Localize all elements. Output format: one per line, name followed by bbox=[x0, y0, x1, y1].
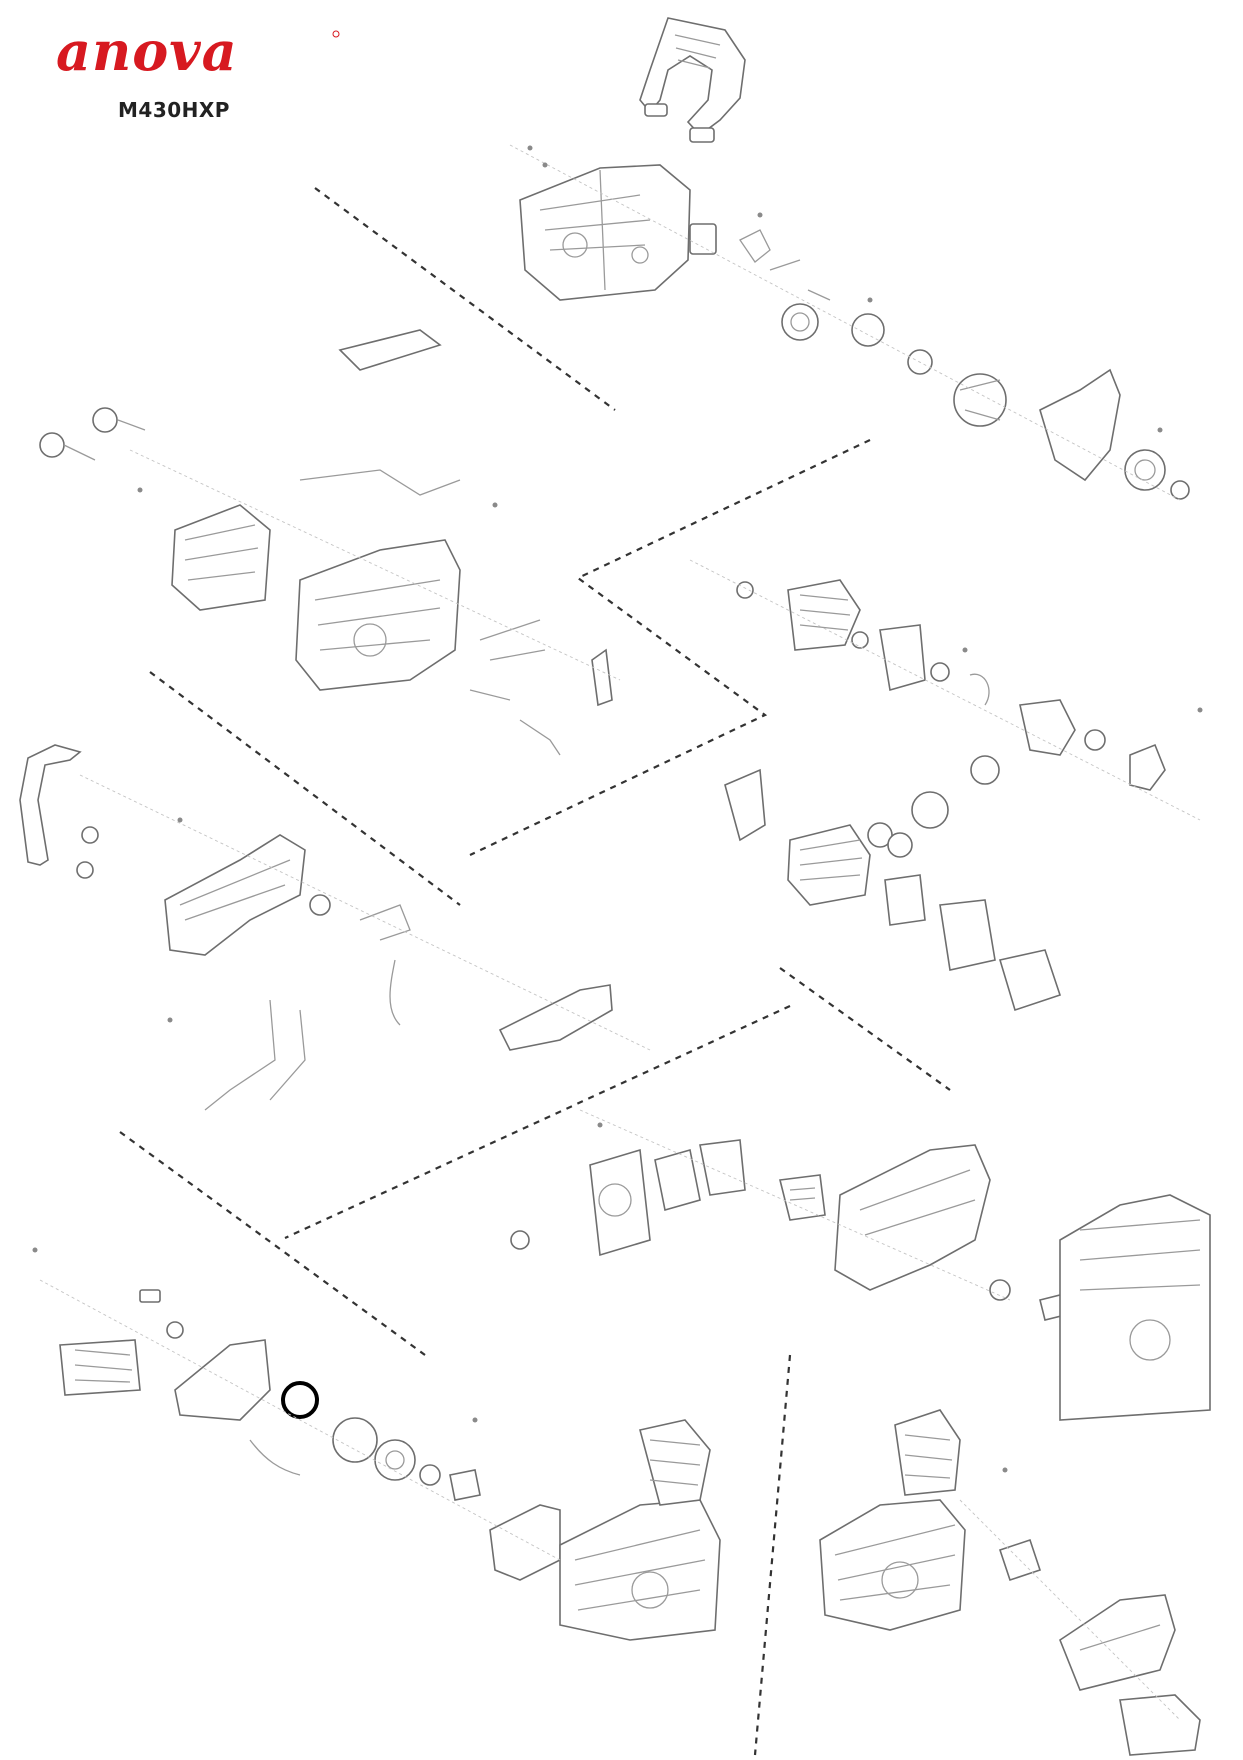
model-number: M430HXP bbox=[118, 98, 230, 122]
brand-logo-text: anova bbox=[56, 19, 238, 83]
section-engine-housing-top bbox=[509, 144, 1190, 501]
fastener-markers bbox=[32, 145, 1203, 1473]
section-carburetor bbox=[510, 1109, 1211, 1421]
section-cylinder bbox=[689, 559, 1201, 1012]
section-muffler-cover bbox=[819, 1409, 1201, 1756]
brand-logo: anova bbox=[56, 19, 340, 83]
section-fuel-tank bbox=[39, 329, 621, 756]
section-top-handle bbox=[639, 17, 746, 143]
section-rear-handle bbox=[19, 744, 651, 1111]
section-separators bbox=[119, 187, 951, 1756]
section-starter bbox=[39, 1279, 721, 1641]
registered-mark-icon bbox=[332, 30, 340, 38]
highlight-ring-icon bbox=[281, 1381, 319, 1419]
